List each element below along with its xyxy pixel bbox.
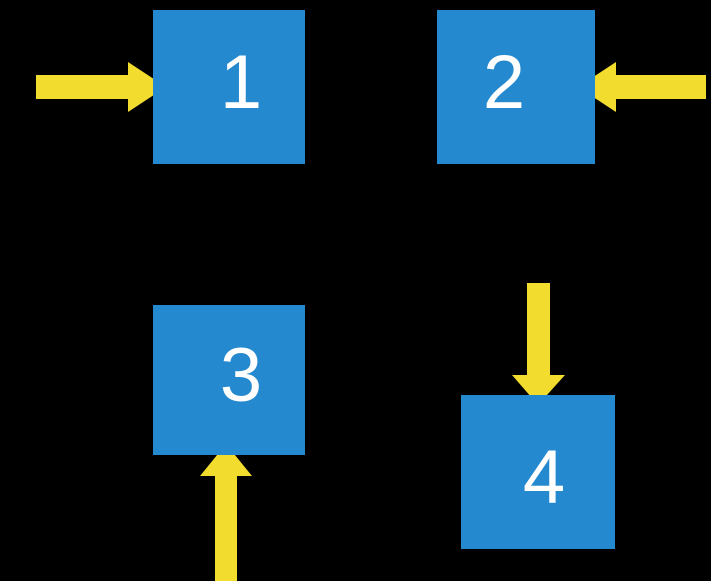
arrow-down-glyph	[512, 283, 565, 405]
node-box-2[interactable]: 2	[437, 10, 595, 164]
arrow-right-glyph	[36, 62, 166, 112]
node-label-2: 2	[482, 40, 526, 125]
arrow-left-glyph	[578, 62, 706, 112]
node-label-4: 4	[522, 435, 566, 520]
arrow-up-into-node-3	[200, 444, 252, 581]
arrow-right-into-node-1	[36, 62, 166, 112]
node-label-3: 3	[219, 333, 263, 418]
node-box-4[interactable]: 4	[461, 395, 615, 549]
node-label-1: 1	[219, 40, 263, 125]
node-box-3[interactable]: 3	[153, 305, 305, 455]
node-box-1[interactable]: 1	[153, 10, 305, 164]
arrow-down-into-node-4	[512, 283, 565, 405]
arrow-up-glyph	[200, 444, 252, 581]
arrow-left-into-node-2	[578, 62, 706, 112]
